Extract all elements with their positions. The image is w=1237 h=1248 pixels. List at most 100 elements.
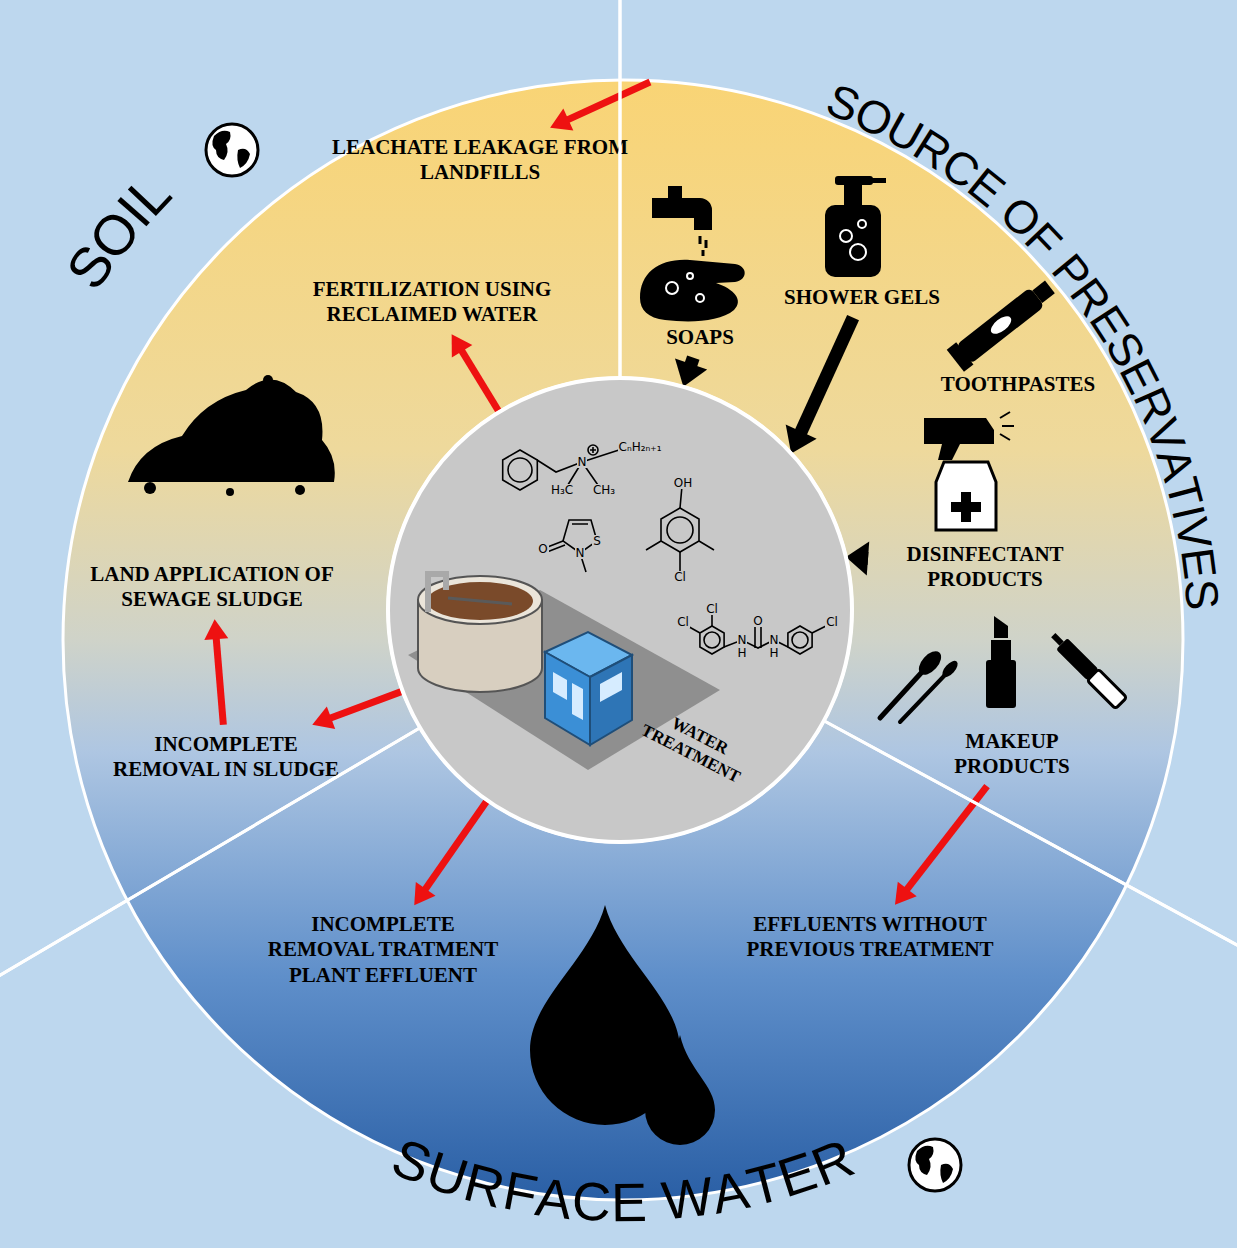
arrow-head [786,425,817,454]
atom-label: Cl [825,616,839,629]
globe-icon [212,131,250,168]
text-node: FERTILIZATION USING RECLAIMED WATER [270,275,594,329]
makeup-icon [991,640,1011,660]
pump-bottle-icon [840,230,852,242]
faucet-hand-icon [640,186,745,321]
makeup-icon [880,616,1127,722]
globe-icon [909,1139,961,1191]
faucet-hand-icon [687,273,693,279]
makeup-icon [986,660,1016,708]
treatment-plant-icon [428,574,446,612]
faucet-hand-icon [640,260,745,322]
arrow-head [414,882,435,905]
atom-label: Cl [673,571,687,584]
chemical-structure [667,517,693,543]
soil-pile-icon [226,488,234,496]
pump-bottle-icon [844,185,862,205]
text-node: LEACHATE LEAKAGE FROM LANDFILLS [328,133,632,187]
treatment-plant-icon [600,672,622,702]
text-node: INCOMPLETE REMOVAL IN SLUDGE [99,730,353,784]
sector-title-letter: E [611,1171,648,1233]
soil-pile-icon [295,485,305,495]
water-drop-icon [530,905,715,1145]
atom-label: H [768,647,779,660]
node-label: SOAPS [664,323,736,352]
faucet-hand-icon [696,294,704,302]
treatment-plant-icon [590,655,632,745]
node-label: DISINFECTANT PRODUCTS [873,540,1097,594]
chemical-structure [704,632,720,648]
chemical-structure [788,626,812,654]
outer-disc [63,80,1183,1200]
sector-title-letter: C [570,1169,612,1233]
atom-label: CₙH₂ₙ₊₁ [618,441,663,454]
makeup-icon [915,647,946,679]
black-arrow [786,318,853,454]
atom-label: O [537,543,548,556]
red-arrow [550,82,650,130]
sector-title-letter: S [1174,577,1229,612]
arrow-shaft [327,691,402,719]
arrow-shaft [565,82,650,121]
arrow-shaft [423,800,487,892]
toothpaste-icon [988,313,1014,337]
spray-bottle-icon [924,412,1014,530]
soil-pile-icon [128,379,335,482]
red-arrow [204,619,228,725]
arrow-head [895,882,917,905]
text-node: LAND APPLICATION OF SEWAGE SLUDGE [73,560,352,614]
node-label: FERTILIZATION USING RECLAIMED WATER [270,275,594,329]
spray-bottle-icon [1000,412,1014,440]
atom-label: N [575,547,586,560]
sector-title: SOIL [52,156,188,305]
red-arrow [312,691,402,729]
makeup-icon [900,676,944,722]
sector-outline [620,0,1237,1248]
atom-label: H [736,647,747,660]
red-arrow [895,786,987,905]
faucet-hand-icon [652,198,712,230]
node-label: INCOMPLETE REMOVAL TRATMENT PLANT EFFLUE… [259,910,508,990]
atom-label: Cl [705,603,719,616]
arrow-shaft [460,348,499,412]
makeup-icon [940,658,961,680]
atom-label: S [592,535,602,548]
sector-title-letter: A [532,1165,575,1231]
pump-bottle-icon [850,244,866,260]
text-node: SOAPS [664,323,736,352]
treatment-plant-icon [545,652,590,745]
atom-label: Cl [676,616,690,629]
chemical-structure [503,450,538,490]
makeup-icon [1053,635,1061,643]
black-arrow [675,358,707,387]
atom-label: N [577,456,588,469]
chemical-structure [508,458,532,482]
atom-label: H₃C [550,484,574,497]
atom-label: OH [673,477,693,490]
pump-bottle-icon [825,205,881,277]
treatment-plant-icon [448,598,512,604]
chemical-structure [792,632,808,648]
node-label: MAKEUP PRODUCTS [930,727,1094,781]
pump-bottle-icon [825,176,886,277]
atom-label: O [752,615,763,628]
atom-label: N [769,634,780,647]
treatment-plant-icon [427,582,533,620]
text-node: SHOWER GELS [782,283,942,312]
makeup-icon [1048,630,1127,709]
treatment-plant-icon [553,672,567,700]
globe-icon [206,124,961,1191]
water-drop-icon [645,1035,715,1145]
treatment-plant-icon [572,683,583,720]
pump-bottle-icon [858,220,866,228]
arrow-shaft [799,318,853,436]
node-label: TOOTHPASTES [939,370,1097,399]
arrow-head [675,359,707,387]
text-node: EFFLUENTS WITHOUT PREVIOUS TREATMENT [703,910,1037,964]
red-arrow [414,800,487,905]
node-label: LEACHATE LEAKAGE FROM LANDFILLS [328,133,632,187]
chemical-structure [588,445,598,455]
text-node: TOOTHPASTES [939,370,1097,399]
chemical-structure [545,524,588,572]
faucet-hand-icon [666,282,678,294]
